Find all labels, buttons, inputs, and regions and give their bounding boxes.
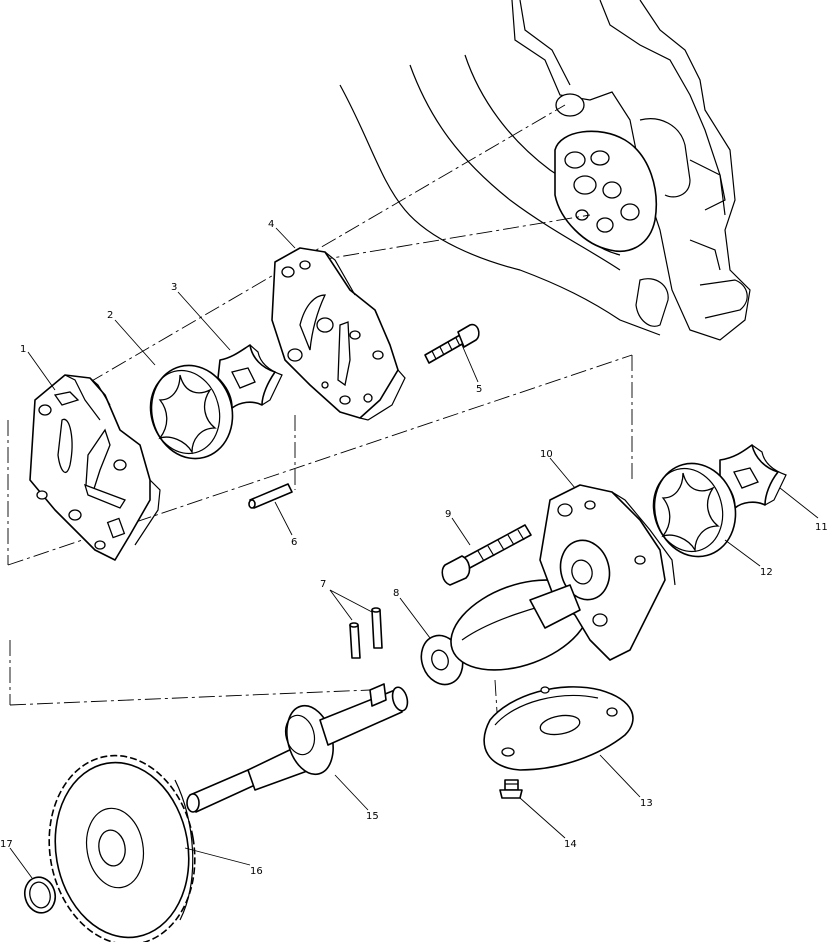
callout-9: 9	[445, 509, 451, 520]
callout-1: 1	[20, 344, 26, 355]
outer-rotor-part-2	[149, 364, 234, 460]
callout-12: 12	[760, 567, 773, 578]
callout-8: 8	[393, 588, 399, 599]
inner-rotor-part-3	[217, 344, 283, 409]
bolt-part-9	[441, 524, 532, 586]
callout-14: 14	[564, 839, 577, 850]
cover-plate-part-13	[483, 686, 634, 771]
callout-15: 15	[366, 811, 379, 822]
circlip-part-17	[23, 876, 57, 914]
callout-labels: 1 2 3 4 5 6 7 8 9 10 11 12 13 14 15 16 1…	[0, 219, 827, 877]
pins-part-7	[349, 607, 383, 659]
callout-5: 5	[476, 384, 482, 395]
leader-lines	[9, 227, 819, 879]
shaft-part-15	[186, 683, 409, 813]
callout-16: 16	[250, 866, 263, 877]
pump-plate-part-4	[271, 247, 406, 421]
outer-rotor-part-12	[652, 462, 737, 558]
screw-part-14	[499, 779, 523, 799]
crankcase-housing	[339, 0, 751, 341]
callout-17: 17	[0, 839, 13, 850]
pump-housing-part-10	[450, 484, 676, 671]
callout-11: 11	[815, 522, 827, 533]
callout-10: 10	[540, 449, 553, 460]
callout-2: 2	[107, 310, 113, 321]
dowel-pin-part-6	[248, 483, 293, 509]
callout-7: 7	[320, 579, 326, 590]
callout-4: 4	[268, 219, 274, 230]
screw-part-5	[424, 323, 480, 364]
pump-body-part-1	[29, 374, 161, 561]
callout-6: 6	[291, 537, 297, 548]
callout-3: 3	[171, 282, 177, 293]
callout-13: 13	[640, 798, 653, 809]
drive-gear-part-16	[48, 754, 196, 942]
